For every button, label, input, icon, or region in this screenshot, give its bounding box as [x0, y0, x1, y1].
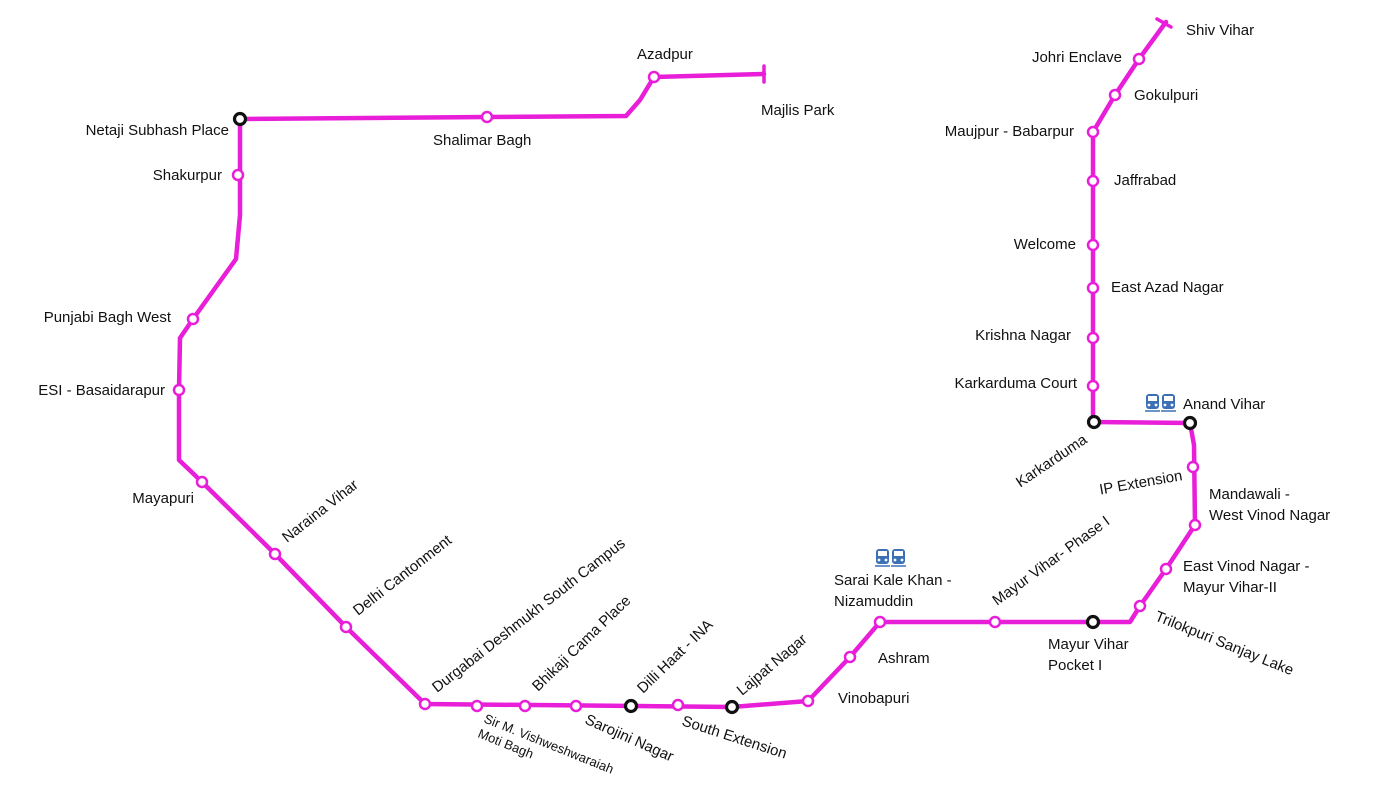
- east-azad-nagar-station-marker[interactable]: [1086, 281, 1100, 295]
- mandawali-label: Mandawali -West Vinod Nagar: [1209, 486, 1330, 524]
- majlis-park-label: Majlis Park: [761, 102, 835, 119]
- icon-layer: [875, 394, 1176, 567]
- dilli-haat-ina-label: Dilli Haat - INA: [634, 616, 717, 697]
- shakurpur-label: Shakurpur: [153, 167, 222, 184]
- anand-vihar-station-marker[interactable]: [1182, 415, 1198, 431]
- karkarduma-station-marker[interactable]: [1086, 414, 1102, 430]
- sarojini-nagar-station-marker[interactable]: [569, 699, 583, 713]
- jaffrabad-station-marker[interactable]: [1086, 174, 1100, 188]
- bhikaji-cama-place-station-marker[interactable]: [518, 699, 532, 713]
- shiv-vihar-label: Shiv Vihar: [1186, 22, 1254, 39]
- punjabi-bagh-west-station-marker[interactable]: [186, 312, 200, 326]
- shiv-vihar-terminus-cap: [1155, 17, 1173, 29]
- sarai-kale-khan-rail-icon: [875, 549, 906, 567]
- esi-basaidarapur-label: ESI - Basaidarapur: [38, 382, 165, 399]
- dilli-haat-ina-station-marker[interactable]: [623, 698, 639, 714]
- azadpur-label: Azadpur: [637, 46, 693, 63]
- esi-basaidarapur-station-marker[interactable]: [172, 383, 186, 397]
- sarai-kale-khan-station-marker[interactable]: [873, 615, 887, 629]
- shalimar-bagh-label: Shalimar Bagh: [433, 132, 531, 149]
- south-extension-station-marker[interactable]: [671, 698, 685, 712]
- east-vinod-nagar-station-marker[interactable]: [1159, 562, 1173, 576]
- lajpat-nagar-station-marker[interactable]: [724, 699, 740, 715]
- karkarduma-court-label: Karkarduma Court: [954, 375, 1077, 392]
- anand-vihar-label: Anand Vihar: [1183, 396, 1265, 413]
- gokulpuri-label: Gokulpuri: [1134, 87, 1198, 104]
- gokulpuri-station-marker[interactable]: [1108, 88, 1122, 102]
- naraina-vihar-station-marker[interactable]: [268, 547, 282, 561]
- durgabai-station-marker[interactable]: [418, 697, 432, 711]
- mayapuri-station-marker[interactable]: [195, 475, 209, 489]
- ashram-station-marker[interactable]: [843, 650, 857, 664]
- krishna-nagar-label: Krishna Nagar: [975, 327, 1071, 344]
- station-layer: [172, 52, 1202, 715]
- shalimar-bagh-station-marker[interactable]: [480, 110, 494, 124]
- mayur-vihar-pocket-1-station-marker[interactable]: [1085, 614, 1101, 630]
- east-vinod-nagar-label: East Vinod Nagar -Mayur Vihar-II: [1183, 558, 1309, 596]
- south-extension-label: South Extension: [680, 713, 789, 763]
- trilokpuri-station-marker[interactable]: [1133, 599, 1147, 613]
- trilokpuri-label: Trilokpuri Sanjay Lake: [1153, 608, 1296, 679]
- netaji-subhash-place-station-marker[interactable]: [232, 111, 248, 127]
- delhi-cantonment-label: Delhi Cantonment: [350, 531, 456, 619]
- mayur-vihar-phase-1-station-marker[interactable]: [988, 615, 1002, 629]
- mandawali-station-marker[interactable]: [1188, 518, 1202, 532]
- anand-vihar-rail-icon: [1145, 394, 1176, 412]
- welcome-station-marker[interactable]: [1086, 238, 1100, 252]
- karkarduma-court-station-marker[interactable]: [1086, 379, 1100, 393]
- lajpat-nagar-label: Lajpat Nagar: [734, 631, 811, 699]
- welcome-label: Welcome: [1014, 236, 1076, 253]
- mayur-vihar-phase-1-label: Mayur Vihar- Phase I: [989, 513, 1113, 609]
- johri-enclave-station-marker[interactable]: [1132, 52, 1146, 66]
- mayapuri-label: Mayapuri: [132, 490, 194, 507]
- moti-bagh-station-marker[interactable]: [470, 699, 484, 713]
- sarai-kale-khan-label: Sarai Kale Khan -Nizamuddin: [834, 572, 952, 610]
- krishna-nagar-station-marker[interactable]: [1086, 331, 1100, 345]
- azadpur-station-marker[interactable]: [647, 70, 661, 84]
- naraina-vihar-label: Naraina Vihar: [279, 476, 362, 546]
- shakurpur-station-marker[interactable]: [231, 168, 245, 182]
- ashram-label: Ashram: [878, 650, 930, 667]
- netaji-subhash-place-label: Netaji Subhash Place: [86, 122, 229, 139]
- east-azad-nagar-label: East Azad Nagar: [1111, 279, 1224, 296]
- jaffrabad-label: Jaffrabad: [1114, 172, 1176, 189]
- ip-extension-label: IP Extension: [1098, 467, 1184, 498]
- vinobapuri-label: Vinobapuri: [838, 690, 909, 707]
- punjabi-bagh-west-label: Punjabi Bagh West: [44, 309, 172, 326]
- vinobapuri-station-marker[interactable]: [801, 694, 815, 708]
- johri-enclave-label: Johri Enclave: [1032, 49, 1122, 66]
- maujpur-babarpur-label: Maujpur - Babarpur: [945, 123, 1074, 140]
- maujpur-babarpur-station-marker[interactable]: [1086, 125, 1100, 139]
- delhi-cantonment-station-marker[interactable]: [339, 620, 353, 634]
- ip-extension-station-marker[interactable]: [1186, 460, 1200, 474]
- karkarduma-label: Karkarduma: [1013, 431, 1091, 491]
